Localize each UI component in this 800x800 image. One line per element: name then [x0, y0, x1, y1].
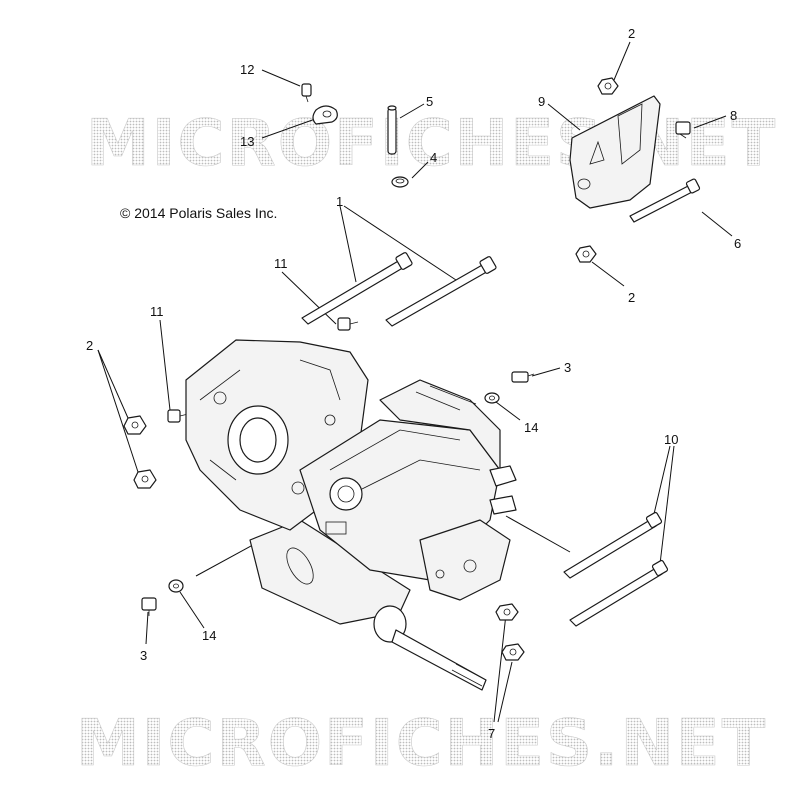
copyright-notice: © 2014 Polaris Sales Inc.	[120, 205, 277, 221]
bolt-11-left	[167, 409, 189, 423]
bolt-1-b	[385, 256, 497, 327]
callout-3-left: 3	[140, 648, 147, 663]
watermark-bottom: MICROFICHES.NET	[76, 707, 767, 781]
leader-lines	[97, 41, 733, 723]
bolt-10-a	[563, 511, 663, 579]
bolt-6	[629, 178, 701, 223]
nut-7-a	[495, 603, 519, 621]
bolt-10-b	[569, 559, 669, 627]
hardware-parts	[123, 77, 701, 661]
bolt-3-left	[141, 597, 157, 616]
bolt-1-a	[301, 252, 413, 325]
bolt-3-right	[511, 371, 535, 383]
watermark-top: MICROFICHES.NET	[86, 107, 777, 181]
nut-2-top	[597, 77, 619, 95]
callout-9: 9	[538, 94, 545, 109]
nut-7-b	[501, 643, 525, 661]
callout-10: 10	[664, 432, 678, 447]
callout-2-left: 2	[86, 338, 93, 353]
clip-4	[391, 176, 409, 188]
callout-14-right: 14	[524, 420, 538, 435]
callout-3-right: 3	[564, 360, 571, 375]
callout-labels: 12 13 5 4 2 9 8 6 2 1 11 11 2 3 14 10 3 …	[86, 26, 741, 741]
callout-7: 7	[488, 726, 495, 741]
callout-11-left: 11	[150, 304, 164, 319]
washer-14-right	[484, 392, 500, 404]
callout-12: 12	[240, 62, 254, 77]
callout-2-mid: 2	[628, 290, 635, 305]
callout-5: 5	[426, 94, 433, 109]
callout-14-left: 14	[202, 628, 216, 643]
callout-13: 13	[240, 134, 254, 149]
callout-11-upper: 11	[274, 256, 288, 271]
bolt-11-upper	[337, 317, 359, 331]
callout-4: 4	[430, 150, 437, 165]
pin-5	[387, 105, 397, 155]
clamp-13	[312, 105, 338, 125]
washer-14-left	[168, 579, 184, 593]
callout-8: 8	[730, 108, 737, 123]
nut-2-mid	[575, 245, 597, 263]
callout-2-top: 2	[628, 26, 635, 41]
bolt-8	[675, 121, 691, 139]
callout-6: 6	[734, 236, 741, 251]
transmission-assembly	[185, 339, 517, 691]
nut-2-left-a	[123, 415, 147, 435]
screw-12	[301, 83, 312, 103]
nut-2-left-b	[133, 469, 157, 489]
bracket-9	[569, 95, 661, 209]
callout-1: 1	[336, 194, 343, 209]
